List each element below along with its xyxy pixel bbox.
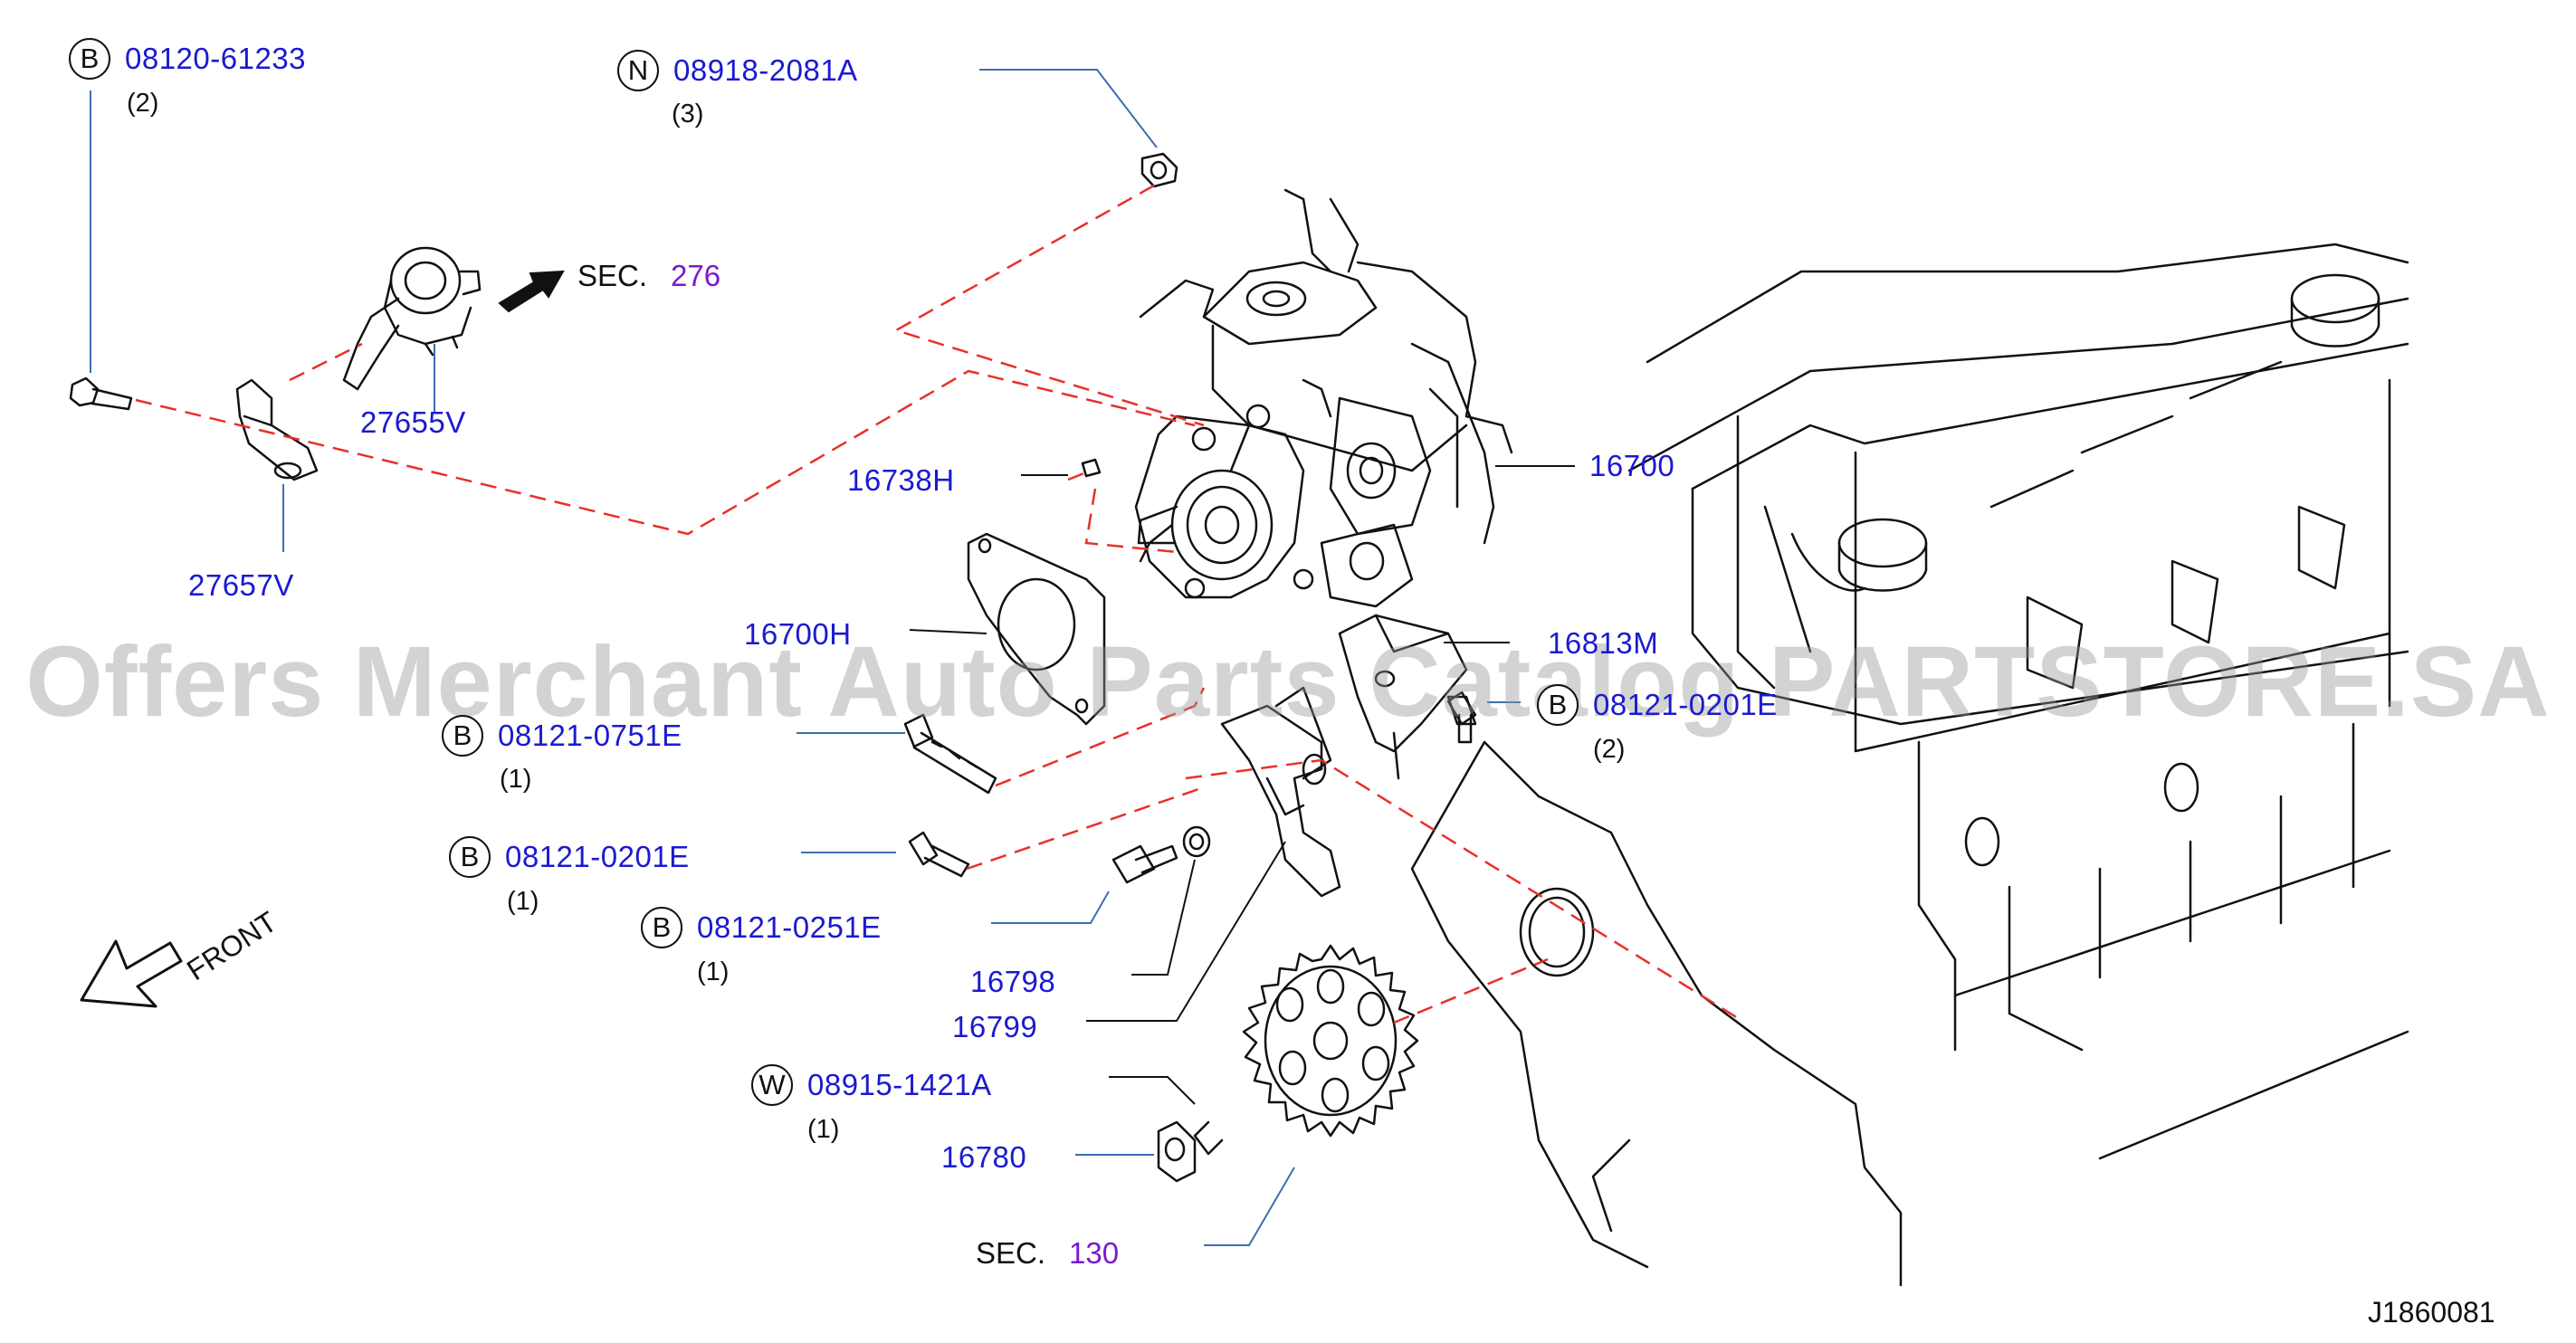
sec-276-arrow (498, 270, 565, 313)
callout-prefix-badge: B (69, 38, 110, 80)
quantity-label: (2) (127, 89, 159, 118)
front-direction-arrow (80, 939, 183, 1008)
part-number-link[interactable]: 08121-0751E (498, 719, 682, 752)
callout-prefix-badge: B (641, 907, 682, 948)
callout-08121-0251E[interactable]: B 08121-0251E (641, 907, 882, 948)
part-number-link[interactable]: 08120-61233 (125, 42, 307, 75)
quantity-label: (1) (697, 957, 730, 986)
callout-08121-0201E[interactable]: B 08121-0201E (449, 836, 690, 878)
nut-illustration (1140, 152, 1178, 188)
engine-block-illustration (1410, 243, 2409, 1287)
part-16798-link[interactable]: 16798 (970, 965, 1056, 998)
quantity-label: (1) (507, 887, 539, 916)
quantity-label: (1) (500, 765, 532, 794)
rear-bracket-illustration (1338, 614, 1477, 780)
front-direction-label: FRONT (181, 904, 283, 987)
part-number-link[interactable]: 08915-1421A (807, 1068, 992, 1101)
front-bracket-illustration (1220, 686, 1341, 898)
part-16813M-link[interactable]: 16813M (1548, 626, 1659, 660)
callout-prefix-badge: B (449, 836, 491, 878)
pump-gasket-illustration (967, 532, 1106, 726)
watermark-text: Offers Merchant Auto Parts Catalog PARTS… (25, 626, 2551, 738)
leader-lines-black (909, 465, 1575, 1105)
callout-08120-61233[interactable]: B 08120-61233 (69, 38, 306, 80)
callout-prefix-badge: N (617, 50, 659, 91)
small-bolt-illustration (69, 376, 133, 411)
quantity-label: (3) (672, 100, 704, 129)
section-reference-276: SEC. 276 (577, 259, 720, 293)
injection-pump-illustration (1134, 188, 1513, 608)
diagram-id: J1860081 (2368, 1296, 2495, 1329)
part-27655V-link[interactable]: 27655V (360, 405, 466, 439)
callout-08915-1421A[interactable]: W 08915-1421A (751, 1064, 992, 1106)
quantity-label: (2) (1593, 735, 1626, 764)
callout-08121-0201E-rear[interactable]: B 08121-0201E (1537, 684, 1778, 726)
part-27657V-link[interactable]: 27657V (188, 568, 294, 602)
quantity-label: (1) (807, 1115, 840, 1144)
part-16780-link[interactable]: 16780 (941, 1140, 1027, 1174)
part-number-link[interactable]: 08121-0251E (697, 910, 882, 944)
callout-prefix-badge: B (442, 715, 483, 757)
dowel-pin-illustration (1081, 458, 1102, 478)
actuator-illustration (342, 246, 482, 391)
part-16738H-link[interactable]: 16738H (847, 463, 955, 497)
callout-08918-2081A[interactable]: N 08918-2081A (617, 50, 858, 91)
callout-prefix-badge: W (751, 1064, 793, 1106)
section-number-link[interactable]: 130 (1069, 1236, 1120, 1270)
bolt-illustrations (903, 691, 1477, 884)
part-16700H-link[interactable]: 16700H (744, 617, 852, 651)
callout-prefix-badge: B (1537, 684, 1579, 726)
actuator-bracket-illustration (235, 378, 319, 481)
part-16700-link[interactable]: 16700 (1589, 449, 1675, 482)
section-reference-130: SEC. 130 (976, 1236, 1119, 1271)
part-16799-link[interactable]: 16799 (952, 1010, 1038, 1043)
section-label: SEC. (976, 1236, 1046, 1270)
callout-08121-0751E[interactable]: B 08121-0751E (442, 715, 682, 757)
section-number-link[interactable]: 276 (671, 259, 721, 292)
alignment-dashed-lines (135, 184, 1739, 1024)
part-number-link[interactable]: 08121-0201E (505, 840, 690, 873)
part-number-link[interactable]: 08121-0201E (1593, 688, 1778, 721)
injection-pump-gear-illustration (1157, 944, 1419, 1183)
leader-lines (90, 69, 1521, 1246)
section-label: SEC. (577, 259, 648, 292)
part-number-link[interactable]: 08918-2081A (673, 53, 858, 87)
